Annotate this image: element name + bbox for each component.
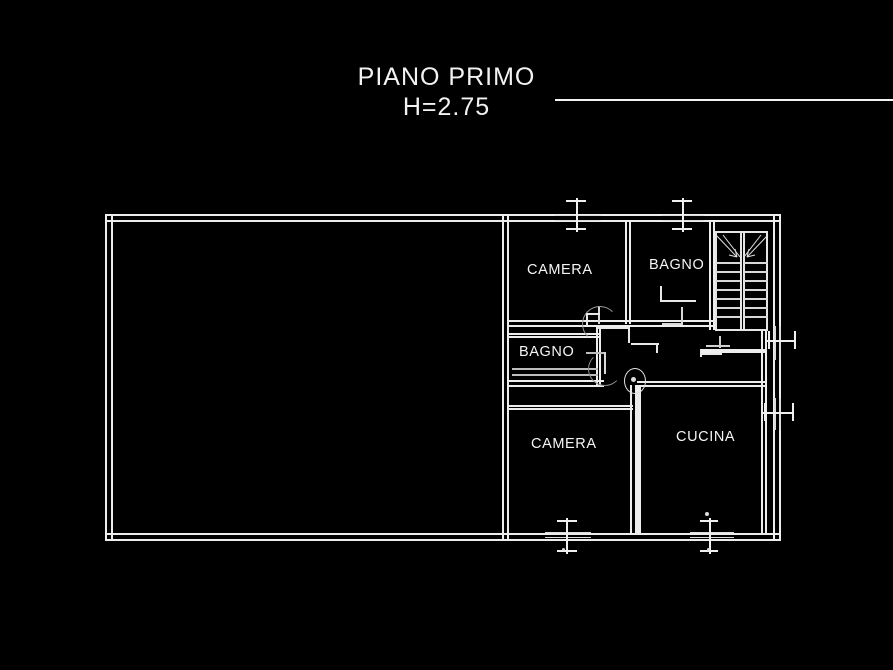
- window: [774, 398, 776, 430]
- window: [779, 326, 781, 360]
- door-leaf-stair-landing-jamb: [719, 336, 721, 348]
- window-sill-tick: [700, 520, 718, 522]
- exterior-wall-top: [105, 214, 781, 222]
- interior-wall-cucina-right: [761, 330, 767, 535]
- interior-wall-under-bagno-top: [631, 320, 715, 327]
- window-sill-tick: [557, 520, 577, 522]
- interior-wall-bagno-mid-top: [509, 333, 601, 338]
- door-pivot-dot: [631, 377, 636, 382]
- wall-detail-landing-vert: [700, 349, 702, 357]
- plan-title-block: PIANO PRIMO H=2.75: [0, 62, 893, 122]
- interior-wall-bagno-stair: [709, 220, 715, 330]
- room-label-bagno-mid: BAGNO: [519, 344, 575, 360]
- stair-tread: [716, 298, 740, 300]
- door-leaf-bagno-top: [662, 323, 682, 325]
- door-swing-camera-top: [582, 306, 618, 342]
- stair-tread: [744, 262, 768, 264]
- door-leaf-stair-landing: [706, 345, 730, 347]
- window-jamb-tick: [768, 331, 770, 349]
- room-label-camera-bottom: CAMERA: [531, 436, 597, 452]
- window-sill-tick: [566, 228, 586, 230]
- window-sill-tick: [566, 200, 586, 202]
- bagno-mid-fixture-line-2: [512, 374, 598, 376]
- staircase-spine-wall: [740, 231, 742, 331]
- dimension-dot: [562, 548, 565, 551]
- interior-wall-cucina-top: [637, 381, 767, 387]
- window-jamb-tick: [764, 403, 766, 421]
- dimension-dot: [707, 548, 710, 551]
- door-jamb-mark: [586, 313, 588, 325]
- interior-wall-corridor-lower: [630, 385, 637, 535]
- room-label-cucina: CUCINA: [676, 429, 736, 445]
- plan-height-note: H=2.75: [402, 93, 491, 121]
- page-title: PIANO PRIMO: [357, 63, 536, 91]
- door-leaf-bagno-top-jamb: [681, 307, 683, 325]
- window: [690, 532, 734, 538]
- exterior-wall-right: [773, 214, 781, 541]
- stair-tread: [744, 316, 768, 318]
- door-swing-bagno-mid: [588, 352, 622, 386]
- interior-wall-under-camera-top: [509, 320, 631, 327]
- window-jamb-tick: [576, 198, 578, 232]
- window-sill-tick: [672, 200, 692, 202]
- stair-tread: [716, 271, 740, 273]
- wall-jog-bagno-mid-vert: [628, 327, 630, 343]
- window-jamb-tick: [794, 331, 796, 349]
- stair-tread: [744, 289, 768, 291]
- window: [545, 532, 591, 538]
- stair-tread: [716, 289, 740, 291]
- stair-tread: [716, 316, 740, 318]
- interior-wall-cucina-left: [637, 385, 641, 535]
- stair-tread: [744, 307, 768, 309]
- interior-wall-stair-landing-bottom: [700, 349, 767, 353]
- window-jamb-tick: [709, 518, 711, 554]
- window-sill-tick: [700, 550, 718, 552]
- door-jamb-mark: [586, 313, 600, 315]
- wall-detail-landing: [700, 353, 722, 355]
- wall-detail-corridor-top: [631, 343, 659, 345]
- exterior-wall-left: [105, 214, 113, 541]
- dimension-dot: [705, 512, 709, 516]
- interior-wall-camera-bottom-top: [509, 405, 633, 410]
- window: [555, 215, 601, 221]
- window: [774, 326, 776, 360]
- room-label-camera-top: CAMERA: [527, 262, 593, 278]
- wall-stub-stair-left-vert: [660, 286, 662, 302]
- window-jamb-tick: [792, 403, 794, 421]
- stair-tread: [744, 271, 768, 273]
- stair-direction-arrows: [715, 234, 769, 258]
- window-sill-tick: [762, 412, 794, 414]
- stair-tread: [744, 298, 768, 300]
- stair-tread: [716, 307, 740, 309]
- title-rule: [555, 99, 893, 101]
- interior-wall-camera-bagno-top: [625, 220, 631, 324]
- stair-tread: [716, 280, 740, 282]
- window-sill-tick: [557, 550, 577, 552]
- door-swing-cucina: [624, 368, 646, 394]
- bagno-mid-fixture-line-1: [512, 368, 598, 370]
- exterior-wall-bottom: [105, 533, 781, 541]
- wall-stub-stair-left: [660, 300, 696, 302]
- window-sill-tick: [672, 228, 692, 230]
- stair-tread: [744, 280, 768, 282]
- window-sill-tick: [766, 340, 796, 342]
- window-jamb-tick: [682, 198, 684, 232]
- window-jamb-tick: [566, 518, 568, 554]
- interior-wall-left-division: [502, 214, 509, 541]
- interior-wall-bagno-mid-bottom: [509, 380, 604, 387]
- window: [779, 398, 781, 430]
- stair-tread: [716, 262, 740, 264]
- room-label-bagno-top: BAGNO: [649, 257, 705, 273]
- wall-detail-corridor-vert: [656, 343, 658, 353]
